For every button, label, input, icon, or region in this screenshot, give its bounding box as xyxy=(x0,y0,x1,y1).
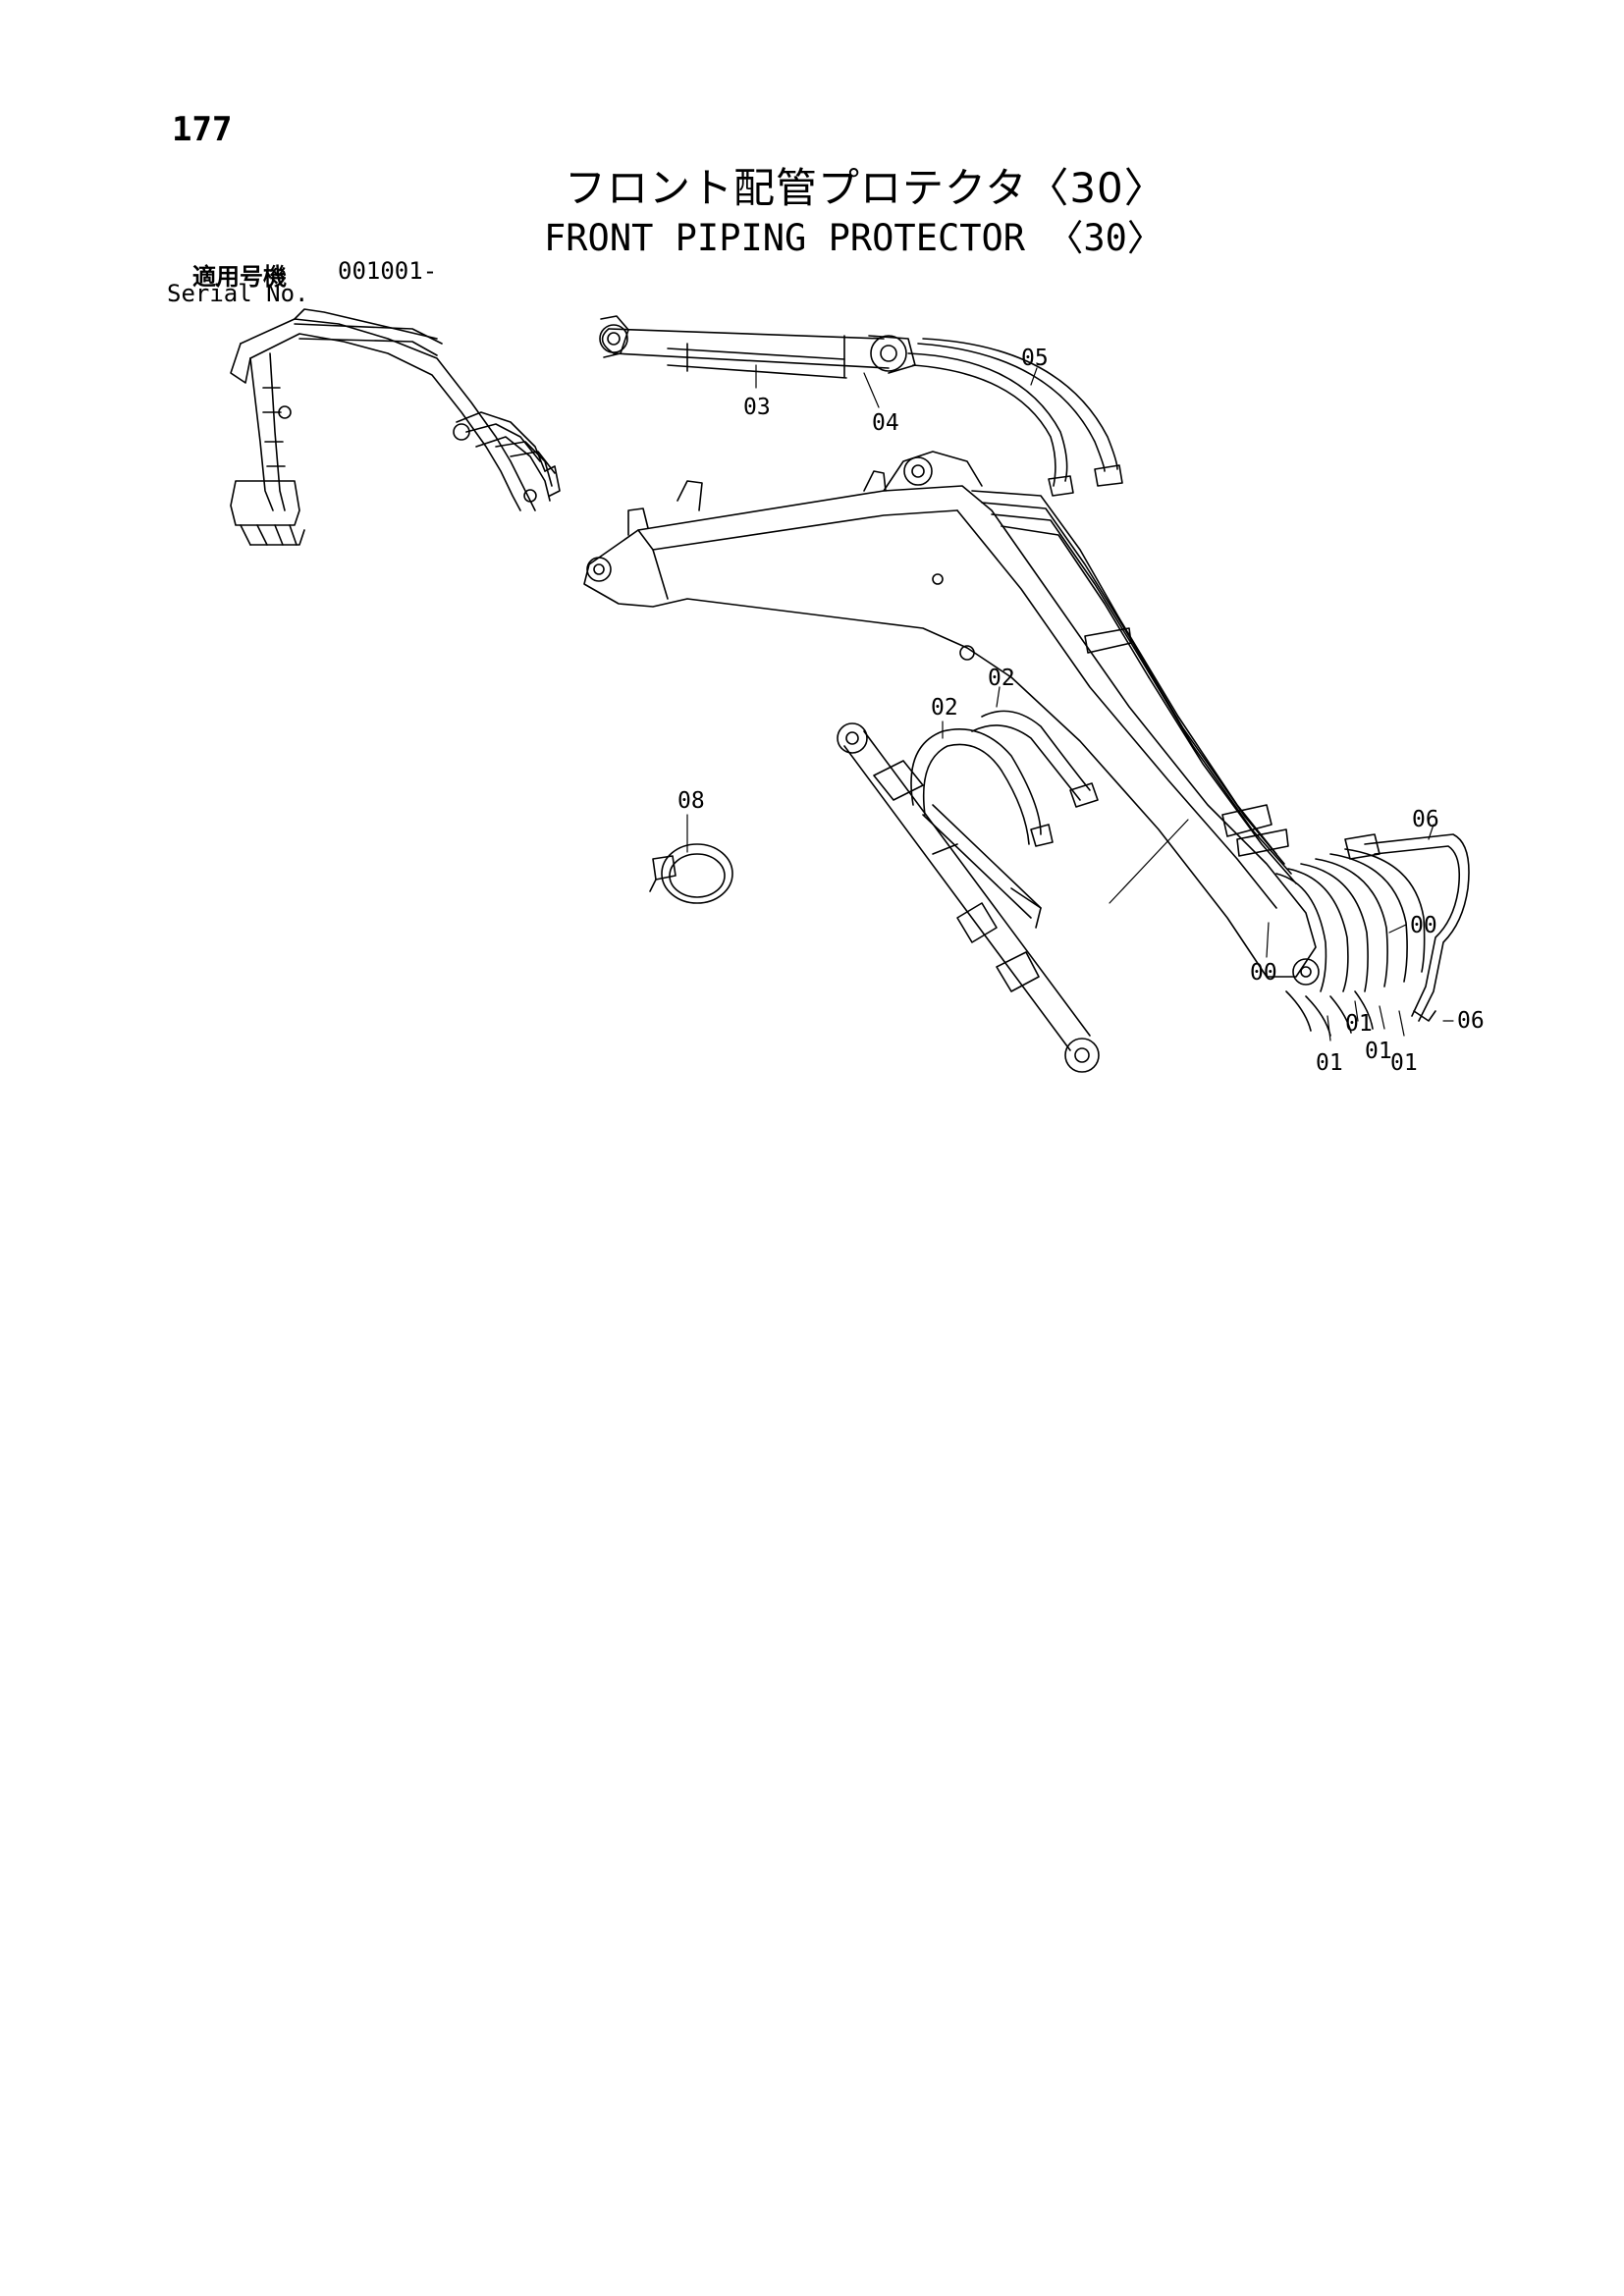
callout-01-b: 01 xyxy=(1345,1011,1373,1037)
serial-number-value: 001001- xyxy=(338,257,438,285)
callout-05: 05 xyxy=(1021,346,1049,371)
title-english: FRONT PIPING PROTECTOR 〈30〉 xyxy=(544,217,1164,259)
title-japanese: フロント配管プロテクタ〈30〉 xyxy=(565,164,1166,212)
serial-label-english: Serial No. xyxy=(167,280,309,307)
callout-02-left: 02 xyxy=(931,695,958,721)
callout-01-d: 01 xyxy=(1390,1050,1418,1076)
page-number: 177 xyxy=(172,110,233,149)
callout-06-bottom: 06 xyxy=(1457,1008,1485,1034)
callout-03: 03 xyxy=(743,395,771,420)
callout-04: 04 xyxy=(872,410,899,436)
piping-protector-hoses xyxy=(1276,834,1469,1036)
boom-body xyxy=(584,452,1319,985)
hose-02 xyxy=(911,711,1098,928)
callout-02-right: 02 xyxy=(988,666,1015,691)
callout-08: 08 xyxy=(677,788,705,814)
callout-00-right: 00 xyxy=(1410,913,1437,938)
arm-cylinder xyxy=(838,723,1099,1072)
serial-label-japanese: 適用号機 xyxy=(192,263,287,291)
inset-excavator-overview xyxy=(231,309,560,545)
callout-01-a: 01 xyxy=(1316,1050,1343,1076)
callout-01-c: 01 xyxy=(1365,1039,1392,1064)
callout-06-top: 06 xyxy=(1412,807,1439,832)
hose-05 xyxy=(908,339,1122,496)
callout-00-left: 00 xyxy=(1250,960,1277,986)
leader-lines xyxy=(687,365,1453,1041)
boom-cylinder xyxy=(600,316,915,378)
clamp-08 xyxy=(650,844,732,903)
